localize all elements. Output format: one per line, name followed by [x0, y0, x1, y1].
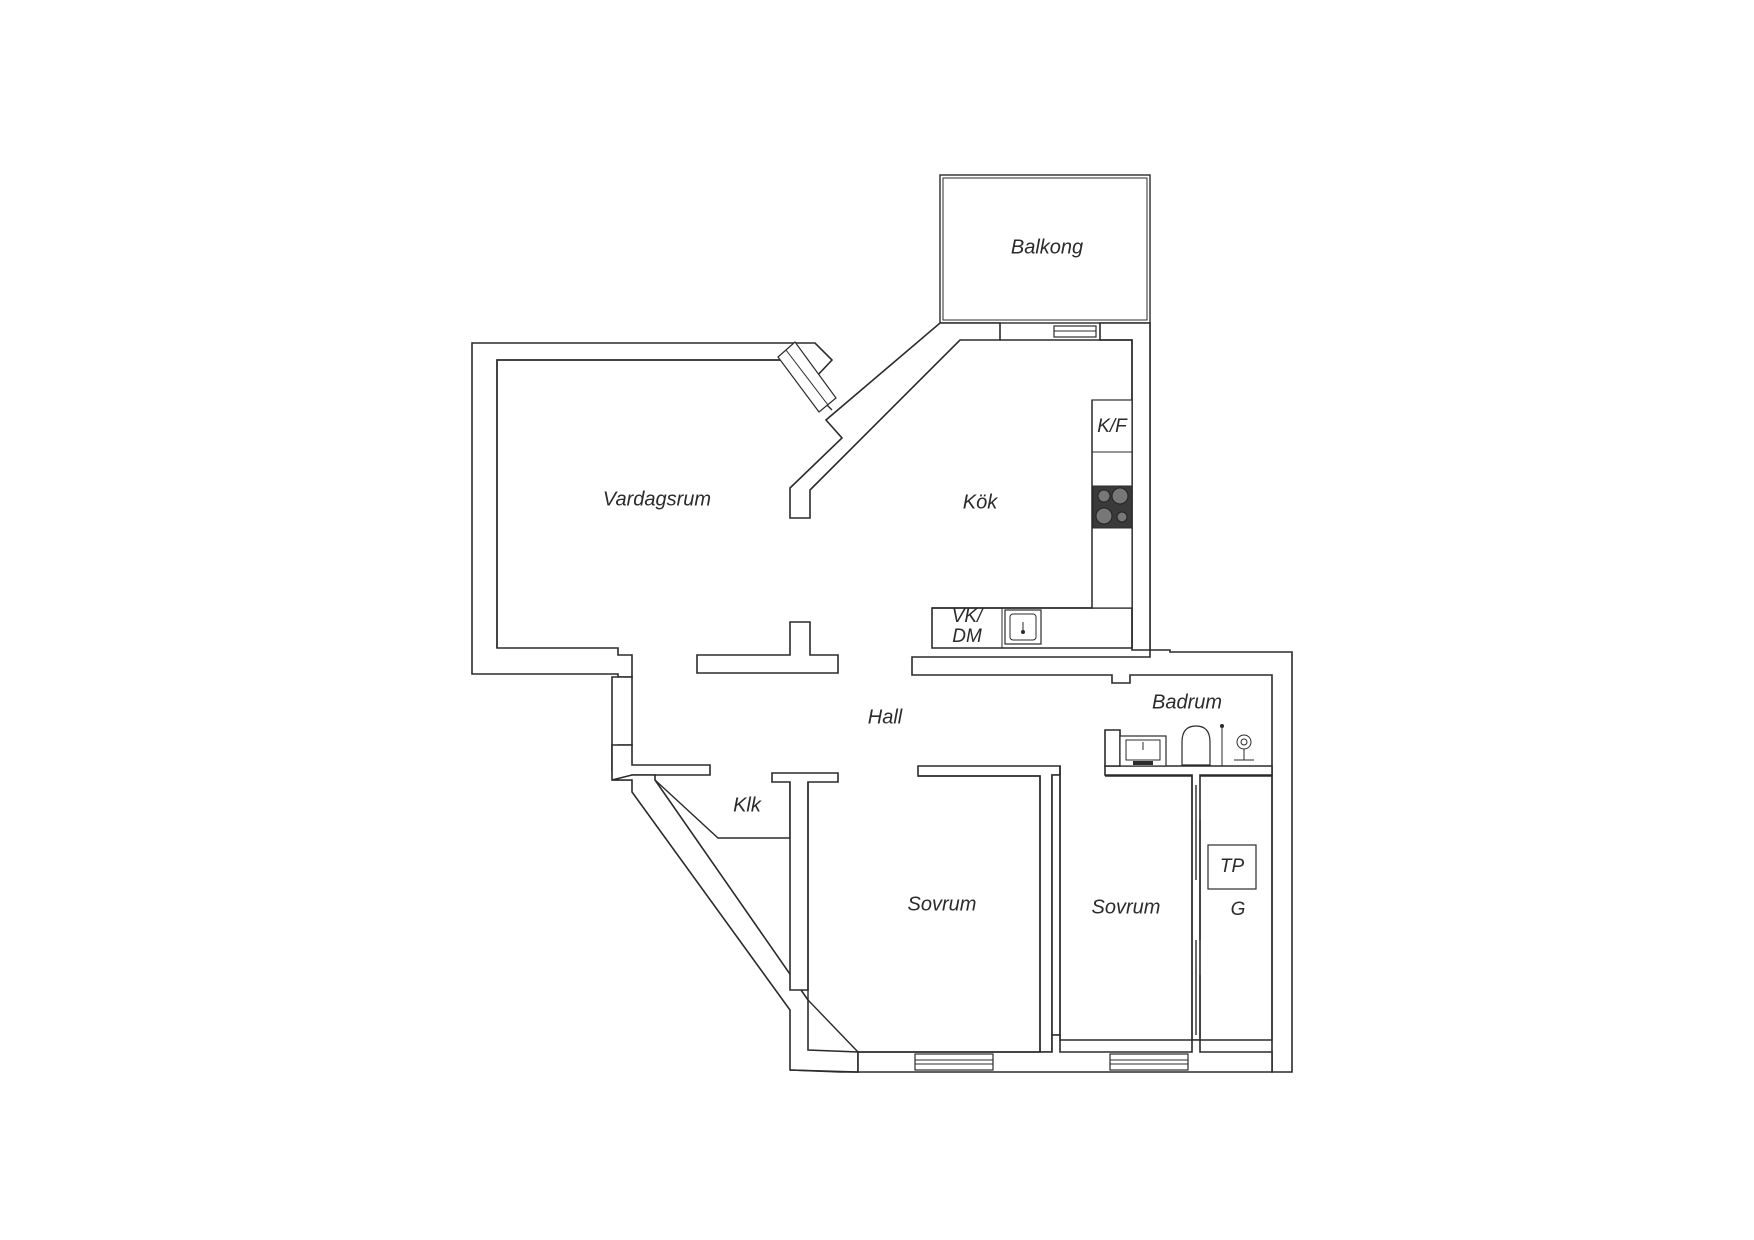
hob-icon [1092, 485, 1133, 529]
wall-bedroom2-left [1051, 766, 1061, 1036]
wall-bottom-outer [789, 1034, 1273, 1073]
fixture-label-kf: K/F [1097, 416, 1128, 437]
wall-klk-bedroom [771, 772, 839, 991]
room-label-badrum: Badrum [1152, 691, 1222, 713]
wall-bathroom-left [1104, 729, 1121, 767]
wall-hall-lower-left [611, 744, 711, 781]
fixture-label-dm: DM [952, 626, 982, 647]
room-label-balkong: Balkong [1011, 236, 1083, 258]
toilet-icon [1181, 725, 1211, 766]
wall-living-kitchen [789, 322, 1001, 519]
shower-icon [1220, 724, 1254, 766]
room-label-klk: Klk [733, 794, 762, 816]
room-label-sovrum-1: Sovrum [908, 893, 977, 915]
room-label-kok: Kök [963, 491, 998, 513]
window-icon [777, 325, 1189, 1071]
room-label-sovrum-2: Sovrum [1092, 896, 1161, 918]
room-label-hall: Hall [868, 706, 903, 728]
washbasin-icon [1119, 735, 1167, 767]
wardrobe-doors [1195, 785, 1257, 1038]
wall-diagonal-left [611, 774, 859, 1073]
fixture-label-tp: TP [1220, 856, 1245, 877]
wall-living-outer [471, 342, 834, 678]
sink-icon [1004, 609, 1042, 645]
fixture-label-vk: VK/ [952, 606, 984, 627]
fixture-label-g: G [1231, 899, 1246, 920]
wall-hall-left-stub [696, 621, 839, 674]
room-label-vardagsrum: Vardagsrum [603, 488, 711, 510]
